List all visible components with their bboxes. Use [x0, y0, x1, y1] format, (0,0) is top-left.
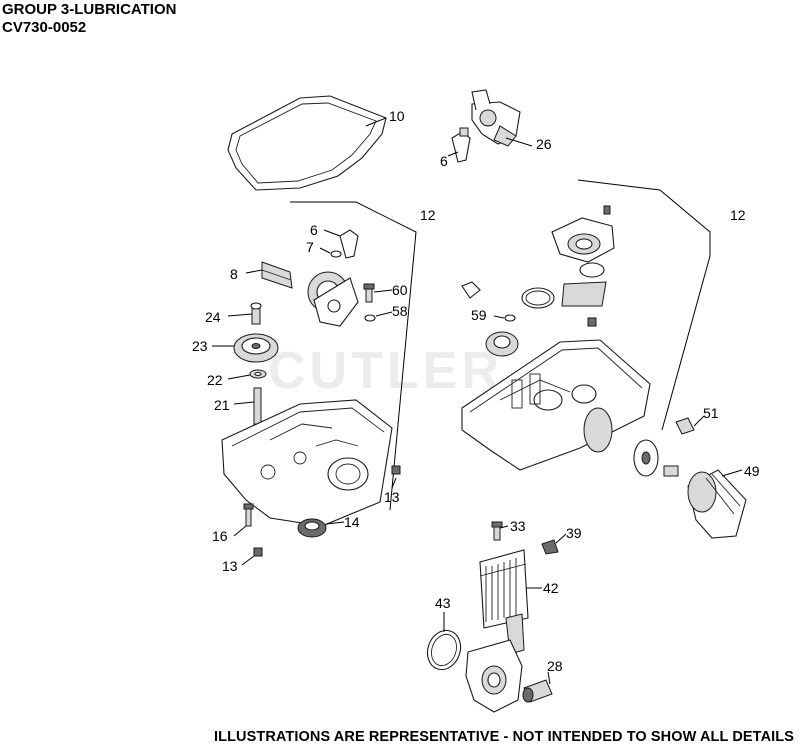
part-59-o-ring[interactable]	[504, 314, 516, 322]
part-13-nut-upper[interactable]	[391, 465, 401, 475]
callout-51: 51	[703, 405, 719, 421]
callout-12: 12	[420, 207, 436, 223]
small-spring-right[interactable]	[587, 317, 597, 327]
filter-nipple[interactable]	[663, 465, 679, 477]
callout-21: 21	[214, 397, 230, 413]
part-7-o-ring[interactable]	[330, 250, 342, 258]
callout-13: 13	[222, 558, 238, 574]
callout-22: 22	[207, 372, 223, 388]
oil-pump-assembly-right[interactable]	[551, 205, 615, 263]
fitting-right[interactable]	[461, 281, 481, 299]
filter-adapter-disc[interactable]	[583, 407, 659, 477]
part-26-oil-pump[interactable]	[471, 89, 521, 147]
gear-right[interactable]	[485, 331, 519, 357]
callout-8: 8	[230, 266, 238, 282]
callout-60: 60	[392, 282, 408, 298]
part-6-pickup-tube[interactable]	[339, 229, 359, 259]
callout-43: 43	[435, 595, 451, 611]
callout-23: 23	[192, 338, 208, 354]
part-12-bracket-left	[290, 201, 417, 511]
part-23-gear[interactable]	[233, 333, 279, 363]
callout-10: 10	[389, 108, 405, 124]
cooler-adapter-housing[interactable]	[465, 639, 523, 713]
part-13-nut-lower[interactable]	[253, 547, 263, 557]
watermark-text: CUTLER	[268, 342, 503, 400]
callout-58: 58	[392, 303, 408, 319]
part-8-bearing-shell[interactable]	[261, 261, 293, 289]
disclaimer-footer: ILLUSTRATIONS ARE REPRESENTATIVE - NOT I…	[214, 729, 794, 745]
part-24-pin[interactable]	[250, 302, 262, 325]
part-39-fitting[interactable]	[541, 539, 559, 555]
callout-42: 42	[543, 580, 559, 596]
part-10-gasket[interactable]	[227, 95, 387, 191]
part-49-oil-filter[interactable]	[687, 469, 747, 539]
callout-6: 6	[310, 222, 318, 238]
callout-13: 13	[384, 489, 400, 505]
part-42-oil-cooler[interactable]	[479, 549, 529, 655]
part-6-pickup-tube-upper[interactable]	[451, 127, 471, 163]
callout-7: 7	[306, 239, 314, 255]
callout-33: 33	[510, 518, 526, 534]
part-21-shaft[interactable]	[253, 387, 262, 425]
part-33-screw[interactable]	[491, 521, 503, 541]
part-14-oil-seal[interactable]	[297, 518, 327, 538]
callout-49: 49	[744, 463, 760, 479]
oil-pump-gear-assembly-left[interactable]	[307, 271, 359, 327]
callout-14: 14	[344, 514, 360, 530]
part-43-o-ring[interactable]	[422, 626, 466, 675]
callout-28: 28	[547, 658, 563, 674]
leader-lines	[212, 117, 743, 685]
page-title: GROUP 3-LUBRICATION	[2, 1, 177, 18]
callout-24: 24	[205, 309, 221, 325]
part-58-washer[interactable]	[364, 314, 376, 322]
part-22-washer[interactable]	[249, 369, 267, 379]
seal-ring-right[interactable]	[521, 287, 555, 309]
part-28-fitting[interactable]	[522, 679, 553, 703]
model-number: CV730-0052	[2, 19, 87, 36]
o-ring-right[interactable]	[579, 262, 605, 278]
part-16-bolt[interactable]	[243, 503, 254, 527]
callout-16: 16	[212, 528, 228, 544]
callout-26: 26	[536, 136, 552, 152]
part-12-bracket-right	[577, 179, 711, 431]
part-60-screw[interactable]	[363, 283, 375, 303]
callout-39: 39	[566, 525, 582, 541]
callout-12: 12	[730, 207, 746, 223]
oil-pan-left[interactable]	[221, 399, 393, 527]
callout-6: 6	[440, 153, 448, 169]
bearing-shell-right[interactable]	[561, 281, 607, 307]
part-51-fitting[interactable]	[675, 417, 695, 435]
callout-59: 59	[471, 307, 487, 323]
